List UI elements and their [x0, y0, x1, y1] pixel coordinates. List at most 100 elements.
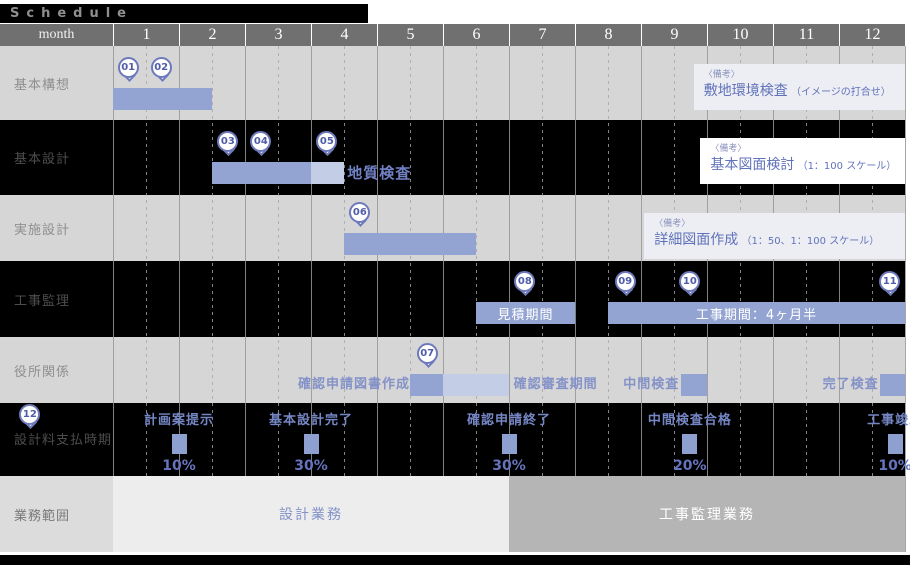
gantt-bar — [443, 374, 509, 396]
month-cell: 12 — [839, 24, 905, 46]
month-cell: 6 — [443, 24, 509, 46]
payment-milestone: 工事竣工10% — [830, 409, 910, 474]
note-main: 敷地環境検査 （イメージの打合せ） — [703, 83, 891, 99]
milestone-label: 基本設計完了 — [268, 413, 353, 428]
marker-number: 12 — [19, 404, 41, 425]
row-canvas: 〈備考〉敷地環境検査 （イメージの打合せ） 01 02 — [113, 46, 905, 120]
phase-region-design: 設計業務 — [113, 476, 509, 552]
bar-side-text: 完了検査 — [822, 377, 879, 392]
gantt-bar — [212, 162, 311, 184]
phase-region-label: 工事監理業務 — [659, 507, 755, 523]
number-marker: 07 — [416, 343, 438, 368]
note-sub: （1：100 スケール） — [794, 161, 897, 172]
number-marker: 04 — [250, 131, 272, 156]
bar-label: 工事期間：4ヶ月半 — [695, 307, 818, 323]
note-box: 〈備考〉敷地環境検査 （イメージの打合せ） — [693, 64, 905, 110]
row-canvas: 見積期間 工事期間：4ヶ月半 08 09 10 11 — [113, 261, 905, 337]
milestone-percent: 10% — [162, 458, 196, 474]
milestone-label: 確認申請終了 — [466, 413, 551, 428]
gantt-bar — [113, 88, 212, 110]
row-canvas: 〈備考〉詳細図面作成 （1：50、1：100 スケール）06 — [113, 195, 905, 261]
month-cell: 9 — [641, 24, 707, 46]
row-working-design: 実施設計〈備考〉詳細図面作成 （1：50、1：100 スケール）06 — [0, 195, 905, 261]
marker-number: 09 — [614, 271, 636, 292]
number-marker: 06 — [349, 202, 371, 227]
phase-region-label: 設計業務 — [279, 507, 343, 523]
row-scope-of-work: 業務範囲 設計業務 工事監理業務 — [0, 476, 905, 552]
note-box: 〈備考〉基本図面検討 （1：100 スケール） — [700, 138, 905, 184]
milestone-marker — [303, 434, 319, 454]
title-bar: Schedule — [0, 4, 368, 23]
marker-number: 03 — [217, 131, 239, 152]
marker-number: 02 — [150, 57, 172, 78]
number-marker: 05 — [316, 131, 338, 156]
month-cell: 1 — [113, 24, 179, 46]
row-label: 業務範囲 — [14, 508, 71, 524]
marker-number: 01 — [117, 57, 139, 78]
note-tag: 〈備考〉 — [654, 219, 691, 229]
row-label: 工事監理 — [14, 293, 71, 309]
month-gridline — [905, 46, 906, 552]
number-marker: 09 — [614, 271, 636, 296]
note-sub: （イメージの打合せ） — [787, 87, 891, 98]
marker-number: 05 — [316, 131, 338, 152]
milestone-percent: 10% — [878, 458, 910, 474]
milestone-percent: 20% — [673, 458, 707, 474]
row-design-fee-payment: 設計料支払時期 12 計画案提示 10% 基本設計完了 30% 確認申請終了 30% 中間検査合… — [0, 403, 910, 476]
row-label: 基本構想 — [14, 77, 71, 93]
row-canvas: 〈備考〉基本図面検討 （1：100 スケール） 地質検査 03 04 05 — [113, 120, 905, 195]
milestone-marker — [682, 434, 698, 454]
number-marker: 01 — [117, 57, 139, 82]
month-axis-label: month — [38, 27, 75, 42]
payment-milestone: 確認申請終了 30% — [444, 409, 574, 474]
marker-number: 10 — [679, 271, 701, 292]
month-cell: 2 — [179, 24, 245, 46]
row-canvas: 設計業務 工事監理業務 — [113, 476, 905, 552]
month-cell: 11 — [773, 24, 839, 46]
payment-milestone: 基本設計完了 30% — [246, 409, 376, 474]
marker-number: 04 — [250, 131, 272, 152]
bar-label: 見積期間 — [497, 307, 554, 323]
marker-number: 11 — [879, 271, 901, 292]
month-cell: 3 — [245, 24, 311, 46]
gantt-bar — [410, 374, 443, 396]
number-marker: 02 — [150, 57, 172, 82]
gantt-bar: 工事期間：4ヶ月半 — [608, 302, 905, 324]
bar-side-text: 確認審査期間 — [513, 377, 598, 392]
row-government-office: 役所関係確認申請図書作成 確認審査期間 中間検査 完了検査 07 — [0, 337, 905, 403]
note-tag: 〈備考〉 — [710, 144, 747, 154]
month-cell: 8 — [575, 24, 641, 46]
number-marker: 08 — [514, 271, 536, 296]
note-sub: （1：50、1：100 スケール） — [738, 236, 880, 247]
milestone-marker — [887, 434, 903, 454]
marker-number: 07 — [416, 343, 438, 364]
marker-number: 08 — [514, 271, 536, 292]
gantt-bar: 見積期間 — [476, 302, 575, 324]
gantt-bar — [879, 374, 905, 396]
milestone-percent: 30% — [294, 458, 328, 474]
note-main: 基本図面検討 （1：100 スケール） — [710, 157, 897, 173]
bar-side-text: 地質検査 — [347, 164, 412, 182]
milestone-percent: 30% — [492, 458, 526, 474]
milestone-label: 計画案提示 — [143, 413, 214, 428]
row-label: 実施設計 — [14, 222, 71, 238]
month-cell: 4 — [311, 24, 377, 46]
row-canvas: 確認申請図書作成 確認審査期間 中間検査 完了検査 07 — [113, 337, 905, 403]
number-marker: 11 — [879, 271, 901, 296]
row-label: 役所関係 — [14, 364, 71, 380]
bar-side-text: 中間検査 — [623, 377, 680, 392]
gantt-bar — [344, 233, 476, 255]
row-label: 設計料支払時期 — [14, 433, 113, 448]
gantt-bar — [680, 374, 707, 396]
row-construction-supervision: 工事監理見積期間 工事期間：4ヶ月半 08 09 10 11 — [0, 261, 905, 337]
bar-side-text: 確認申請図書作成 — [297, 377, 410, 392]
number-marker: 12 — [19, 404, 41, 429]
row-basic-concept: 基本構想 〈備考〉敷地環境検査 （イメージの打合せ） 01 02 — [0, 46, 905, 120]
marker-number: 06 — [349, 202, 371, 223]
